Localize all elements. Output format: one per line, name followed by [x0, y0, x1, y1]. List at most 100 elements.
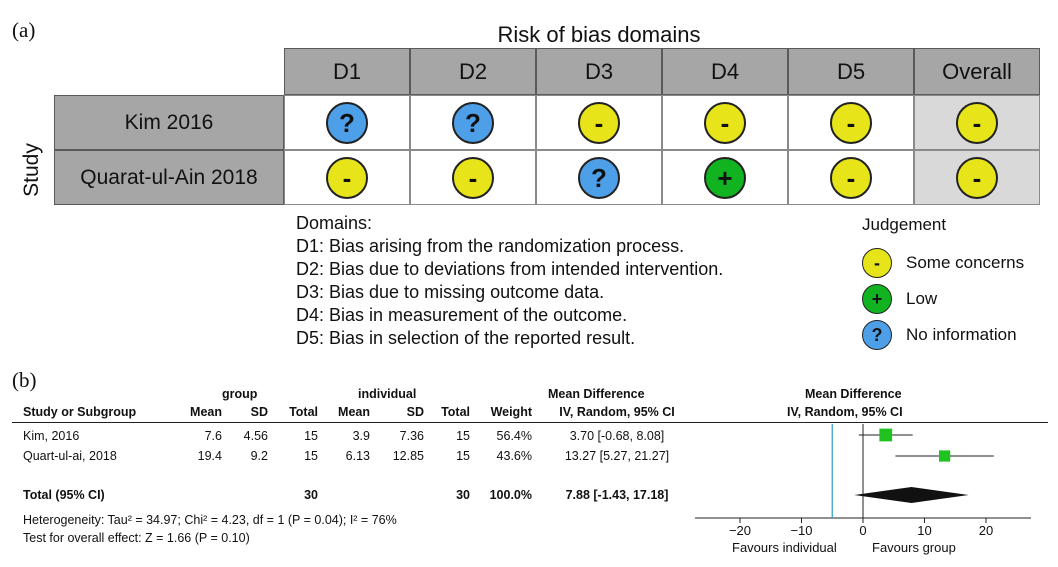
total-cell: Total (95% CI)	[23, 488, 105, 502]
domain-item: D3: Bias due to missing outcome data.	[296, 282, 605, 302]
legend-label: Some concerns	[906, 253, 1025, 272]
rob-column-d2: D2	[410, 48, 536, 95]
plot-header: Mean Difference	[805, 387, 902, 401]
pooled-diamond	[854, 487, 969, 503]
rob-cell: ?	[284, 95, 410, 150]
column-header: Weight	[490, 405, 532, 419]
legend-label: Low	[906, 289, 938, 308]
total-cell: 7.88 [-1.43, 17.18]	[565, 488, 669, 502]
table-cell: 19.4	[197, 449, 222, 463]
x-tick-label: −10	[790, 523, 812, 538]
column-header: IV, Random, 95% CI	[559, 405, 675, 419]
table-cell: 56.4%	[496, 429, 532, 443]
legend-item: -Some concerns	[862, 248, 1024, 278]
panel-a-label: (a)	[12, 18, 36, 42]
judgement-icon: ?	[578, 156, 620, 199]
rob-column-d5: D5	[788, 48, 914, 95]
table-cell: 15	[304, 449, 318, 463]
domain-item: D4: Bias in measurement of the outcome.	[296, 305, 628, 325]
table-cell: 15	[456, 449, 470, 463]
legend-label: No information	[906, 325, 1017, 344]
study-label: Kim 2016	[54, 95, 284, 150]
judgement-icon: -	[830, 101, 872, 144]
study-name-cell: Kim, 2016	[23, 429, 80, 443]
domain-item: D5: Bias in selection of the reported re…	[296, 328, 636, 348]
legend-item: ? No information	[862, 320, 1017, 350]
study-name-cell: Quart-ul-ai, 2018	[23, 449, 117, 463]
column-header: Mean	[190, 405, 222, 419]
heterogeneity-text: Heterogeneity: Tau² = 34.97; Chi² = 4.23…	[23, 513, 397, 527]
total-cell: 100.0%	[489, 488, 532, 502]
table-cell: 43.6%	[496, 449, 532, 463]
table-cell: 6.13	[345, 449, 370, 463]
rob-cell: -	[914, 150, 1040, 205]
rob-title: Risk of bias domains	[497, 22, 701, 47]
judgement-icon: -	[452, 156, 494, 199]
overall-effect-text: Test for overall effect: Z = 1.66 (P = 0…	[23, 531, 250, 545]
rob-cell: -	[788, 150, 914, 205]
judgement-icon: -	[956, 156, 998, 199]
header-rule	[12, 422, 1048, 423]
legend-judgement-icon: +	[862, 284, 892, 314]
legend-item: + Low	[862, 284, 937, 314]
table-cell: 13.27 [5.27, 21.27]	[564, 449, 670, 463]
x-tick-label: 0	[859, 523, 866, 538]
column-header: Total	[441, 405, 470, 419]
table-cell: 7.6	[204, 429, 222, 443]
column-header: Mean	[338, 405, 370, 419]
group-header: group	[222, 387, 258, 401]
judgement-icon: +	[704, 156, 746, 199]
column-header: SD	[250, 405, 268, 419]
table-cell: 3.70 [-0.68, 8.08]	[569, 429, 665, 443]
favours-left-label: Favours individual	[732, 540, 837, 555]
rob-column-d1: D1	[284, 48, 410, 95]
table-cell: 12.85	[392, 449, 424, 463]
rob-column-d3: D3	[536, 48, 662, 95]
rob-column-overall: Overall	[914, 48, 1040, 95]
rob-cell: -	[284, 150, 410, 205]
x-tick-label: −20	[729, 523, 751, 538]
rob-column-d4: D4	[662, 48, 788, 95]
domains-legend: Domains: D1: Bias arising from the rando…	[296, 212, 723, 350]
x-tick-label: 20	[979, 523, 993, 538]
legend-judgement-icon: -	[862, 248, 892, 278]
rob-cell: -	[788, 95, 914, 150]
judgement-icon: -	[704, 101, 746, 144]
total-cell: 30	[304, 488, 318, 502]
rob-cell: -	[410, 150, 536, 205]
rob-cell: -	[914, 95, 1040, 150]
domain-item: D1: Bias arising from the randomization …	[296, 236, 685, 256]
column-header: SD	[406, 405, 424, 419]
table-cell: 15	[304, 429, 318, 443]
table-cell: 3.9	[352, 429, 370, 443]
table-cell: 15	[456, 429, 470, 443]
study-axis-label: Study	[20, 143, 44, 197]
table-cell: 7.36	[399, 429, 424, 443]
judgement-icon: ?	[452, 101, 494, 144]
study-estimate-marker	[879, 428, 893, 442]
column-header: Study or Subgroup	[23, 405, 137, 419]
domains-heading: Domains:	[296, 213, 373, 233]
individual-header: individual	[358, 387, 417, 401]
domain-item: D2: Bias due to deviations from intended…	[296, 259, 724, 279]
rob-cell: ?	[536, 150, 662, 205]
judgement-icon: -	[830, 156, 872, 199]
panel-b-label: (b)	[12, 368, 37, 392]
favours-right-label: Favours group	[872, 540, 956, 555]
legend-judgement-icon: ?	[862, 320, 892, 350]
judgement-icon: -	[956, 101, 998, 144]
study-label: Quarat-ul-Ain 2018	[54, 150, 284, 205]
rob-cell: ?	[410, 95, 536, 150]
total-cell: 30	[456, 488, 470, 502]
x-tick-label: 10	[917, 523, 931, 538]
rob-cell: -	[536, 95, 662, 150]
column-header: Total	[289, 405, 318, 419]
md-header: Mean Difference	[548, 387, 645, 401]
table-cell: 4.56	[243, 429, 268, 443]
rob-cell: +	[662, 150, 788, 205]
judgement-icon: -	[326, 156, 368, 199]
study-estimate-marker	[938, 450, 951, 462]
judgement-legend-title: Judgement	[862, 215, 947, 234]
forest-plot: −20 −10 0 10 20	[695, 424, 1031, 538]
plot-subheader: IV, Random, 95% CI	[787, 405, 903, 419]
